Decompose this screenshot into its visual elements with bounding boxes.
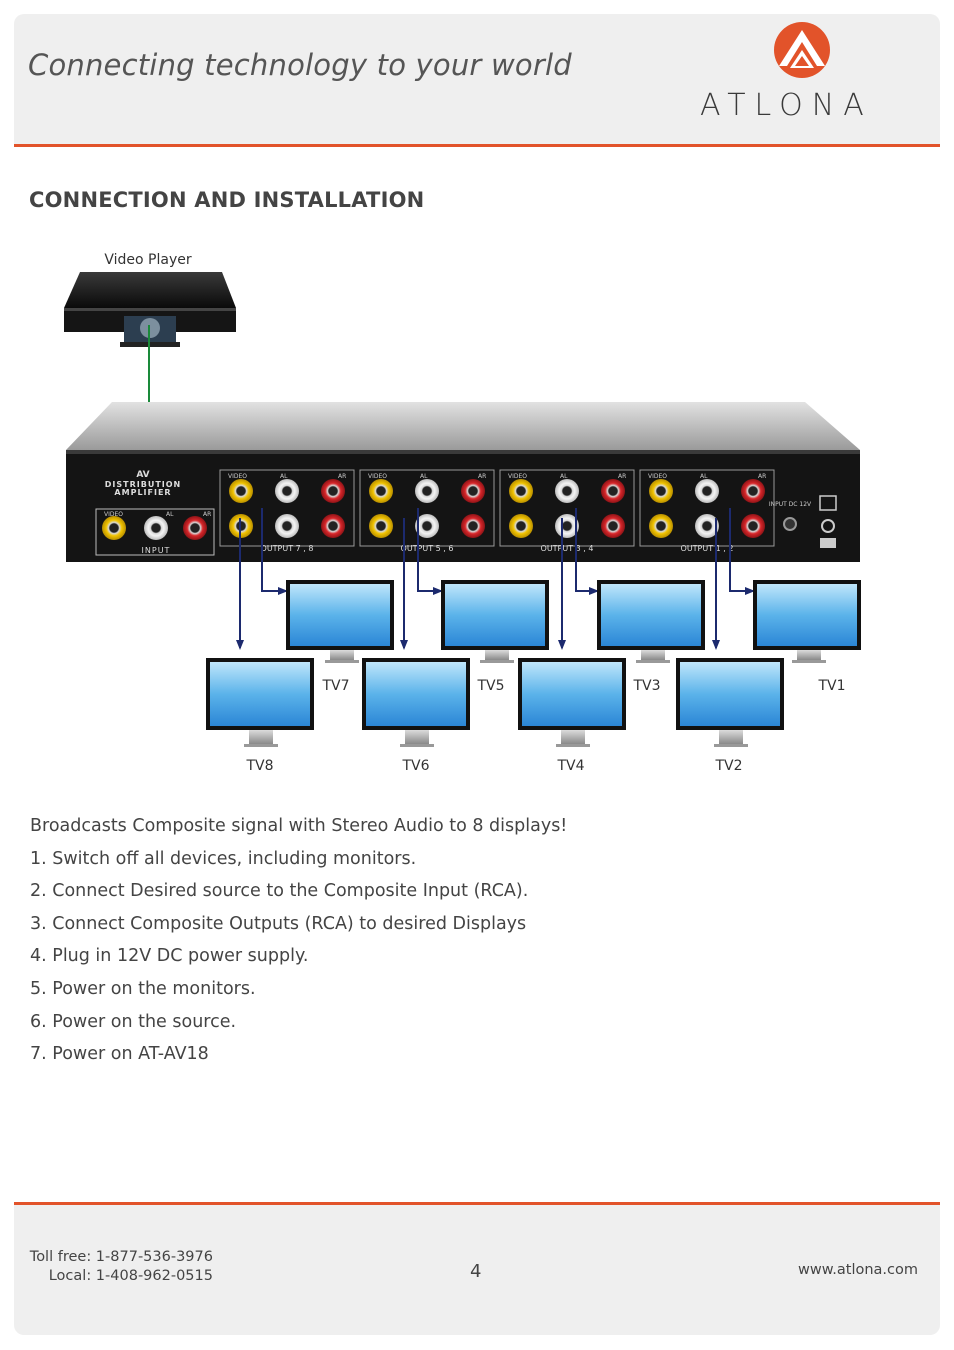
svg-text:AR: AR <box>478 473 486 480</box>
step-7: 7. Power on AT-AV18 <box>30 1044 209 1065</box>
step-4: 4. Plug in 12V DC power supply. <box>30 946 309 967</box>
svg-text:OUTPUT 7 , 8: OUTPUT 7 , 8 <box>261 544 314 553</box>
fcc-mark-icon <box>820 538 836 548</box>
output-group-1-2: VIDEO AL AR OUTPUT 1 , 2 <box>639 469 775 553</box>
step-3: 3. Connect Composite Outputs (RCA) to de… <box>30 913 527 934</box>
svg-text:INPUT DC 12V: INPUT DC 12V <box>769 501 812 508</box>
step-5: 5. Power on the monitors. <box>30 978 256 999</box>
footer-divider <box>14 1202 940 1205</box>
header-divider <box>14 144 940 147</box>
tv5-label: TV5 <box>476 678 504 694</box>
tv4-label: TV4 <box>556 758 584 774</box>
svg-text:AL: AL <box>166 511 174 518</box>
output-group-5-6: VIDEO AL AR OUTPUT 5 , 6 <box>359 469 495 553</box>
svg-text:AR: AR <box>758 473 766 480</box>
step-6: 6. Power on the source. <box>30 1011 237 1032</box>
distribution-amplifier: AV DISTRIBUTION AMPLIFIER VIDEO AL AR IN… <box>66 402 860 562</box>
svg-text:VIDEO: VIDEO <box>228 473 247 480</box>
svg-text:AR: AR <box>203 511 211 518</box>
installation-steps: Broadcasts Composite signal with Stereo … <box>30 810 567 1071</box>
tv2-monitor <box>676 658 784 747</box>
logo-wordmark: ATLONA <box>700 88 873 120</box>
weee-icon <box>819 495 837 511</box>
svg-text:INPUT: INPUT <box>142 546 171 555</box>
tv3-monitor <box>597 580 705 663</box>
tv7-label: TV7 <box>321 678 349 694</box>
svg-text:VIDEO: VIDEO <box>368 473 387 480</box>
intro-line: Broadcasts Composite signal with Stereo … <box>30 816 568 836</box>
step-2: 2. Connect Desired source to the Composi… <box>30 881 529 902</box>
atlona-logo: ATLONA <box>682 20 914 120</box>
page-footer <box>14 1205 940 1335</box>
output-group-7-8: VIDEO AL AR OUTPUT 7 , 8 <box>219 469 355 553</box>
tv3-label: TV3 <box>632 678 660 694</box>
tv1-monitor <box>753 580 861 663</box>
svg-text:AV: AV <box>136 470 149 480</box>
tv7-monitor <box>286 580 394 663</box>
tv8-label: TV8 <box>245 758 273 774</box>
svg-text:DISTRIBUTION: DISTRIBUTION <box>105 480 182 489</box>
svg-text:AL: AL <box>420 473 428 480</box>
page-number: 4 <box>470 1261 482 1282</box>
tv-top-row <box>286 580 861 663</box>
svg-text:AL: AL <box>560 473 568 480</box>
toll-free-number: Toll free: 1-877-536-3976 <box>29 1249 213 1265</box>
dc-power-jack-icon <box>783 517 797 531</box>
tv6-monitor <box>362 658 470 747</box>
svg-text:VIDEO: VIDEO <box>508 473 527 480</box>
section-title: CONNECTION AND INSTALLATION <box>29 188 425 212</box>
svg-text:AL: AL <box>280 473 288 480</box>
svg-text:AL: AL <box>700 473 708 480</box>
svg-text:AR: AR <box>618 473 626 480</box>
tv6-label: TV6 <box>401 758 429 774</box>
tv8-monitor <box>206 658 314 747</box>
contact-info: Toll free: 1-877-536-3976 Local: 1-408-9… <box>30 1248 213 1286</box>
svg-text:AMPLIFIER: AMPLIFIER <box>114 488 171 497</box>
svg-text:OUTPUT 1 , 2: OUTPUT 1 , 2 <box>681 544 734 553</box>
tv2-label: TV2 <box>714 758 742 774</box>
svg-text:VIDEO: VIDEO <box>648 473 667 480</box>
svg-text:OUTPUT 5 , 6: OUTPUT 5 , 6 <box>401 544 454 553</box>
output-group-3-4: VIDEO AL AR OUTPUT 3 , 4 <box>499 469 635 553</box>
tv5-monitor <box>441 580 549 663</box>
svg-text:AR: AR <box>338 473 346 480</box>
video-player-label: Video Player <box>104 252 191 268</box>
ce-mark-icon <box>821 519 835 533</box>
tagline: Connecting technology to your world <box>28 48 572 82</box>
tv-bottom-row <box>206 658 784 747</box>
tv1-label: TV1 <box>817 678 845 694</box>
svg-text:OUTPUT 3 , 4: OUTPUT 3 , 4 <box>541 544 594 553</box>
website-link[interactable]: www.atlona.com <box>798 1262 918 1278</box>
step-1: 1. Switch off all devices, including mon… <box>30 848 417 869</box>
svg-text:VIDEO: VIDEO <box>104 511 123 518</box>
local-number: Local: 1-408-962-0515 <box>48 1268 213 1284</box>
tv4-monitor <box>518 658 626 747</box>
connection-diagram: Video Player AV DISTRIBUTION AMPLIFIER V… <box>64 252 861 774</box>
